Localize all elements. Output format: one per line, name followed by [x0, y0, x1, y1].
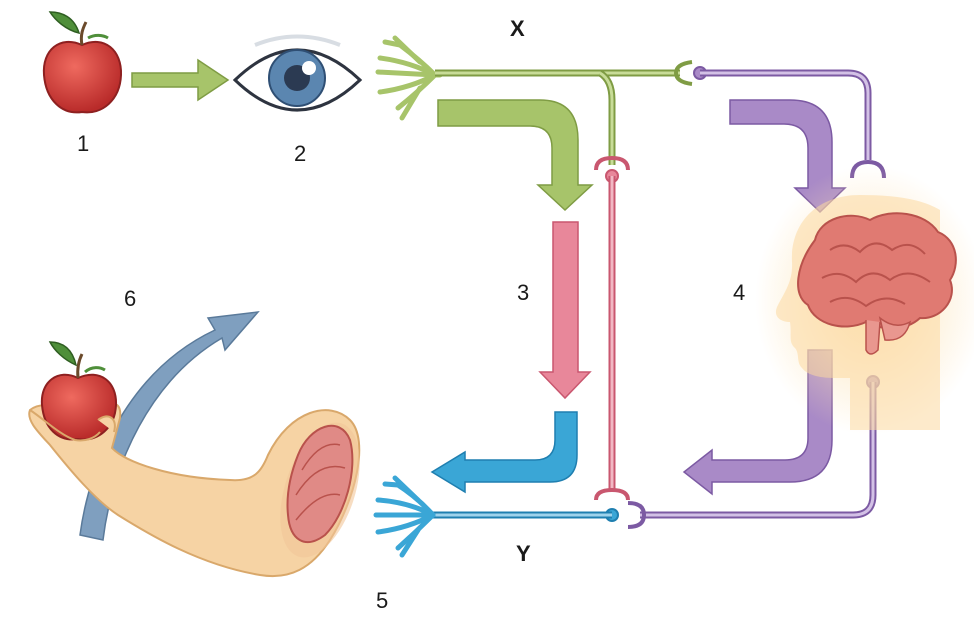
held-apple-icon	[40, 341, 118, 441]
relay-pathway-arrow	[538, 221, 592, 400]
label-3: 3	[517, 280, 530, 305]
brain-neuron	[627, 66, 886, 529]
muscle-icon	[286, 424, 354, 544]
hand-icon	[29, 409, 116, 442]
receptor-ending-icon	[375, 35, 443, 121]
label-x: X	[510, 16, 525, 41]
motor-pathway-arrow	[430, 411, 578, 494]
label-2: 2	[294, 141, 307, 166]
sensory-pathway-arrow	[437, 99, 594, 212]
effector-ending-icon	[373, 475, 436, 558]
label-5: 5	[376, 588, 389, 613]
apple-icon	[42, 11, 123, 114]
sensory-neuron	[375, 35, 693, 165]
eye-icon	[232, 34, 363, 112]
relay-neuron	[594, 155, 630, 501]
motor-neuron	[373, 475, 619, 558]
label-1: 1	[77, 131, 90, 156]
label-6: 6	[124, 286, 137, 311]
label-4: 4	[733, 280, 746, 305]
brain-icon	[797, 212, 957, 355]
label-y: Y	[516, 541, 531, 566]
stimulus-arrow	[131, 58, 230, 102]
